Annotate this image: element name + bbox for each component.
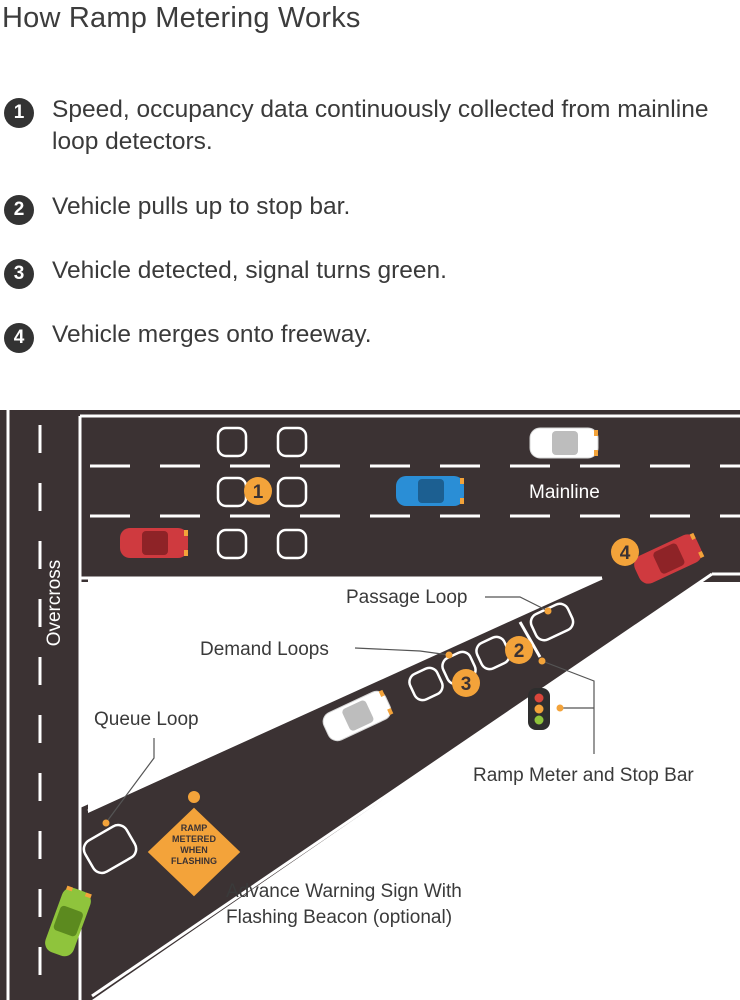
mainline-car-white — [529, 427, 599, 459]
step-text: Vehicle pulls up to stop bar. — [52, 193, 351, 220]
svg-text:1: 1 — [253, 482, 264, 503]
mainline-car-red — [120, 528, 188, 558]
ramp-meter-signal — [528, 688, 550, 730]
ramp-metered-warning-sign: RAMP METERED WHEN FLASHING — [144, 789, 244, 900]
marker-3: 3 — [452, 669, 480, 697]
mainline-car-blue — [396, 476, 464, 506]
step-2: 2 Vehicle pulls up to stop bar. — [4, 191, 724, 255]
loop-detector — [276, 426, 308, 458]
mainline-label: Mainline — [529, 482, 600, 503]
step-number-badge: 1 — [4, 98, 34, 128]
marker-1: 1 — [244, 477, 272, 505]
sign-text-line: METERED — [172, 834, 217, 844]
loop-detector — [216, 528, 248, 560]
step-1: 1 Speed, occupancy data continuously col… — [4, 94, 724, 191]
advance-warning-label-line2: Flashing Beacon (optional) — [226, 907, 452, 928]
step-number-badge: 4 — [4, 323, 34, 353]
step-4: 4 Vehicle merges onto freeway. — [4, 319, 724, 383]
step-3: 3 Vehicle detected, signal turns green. — [4, 255, 724, 319]
ramp-metering-diagram: 1 2 3 4 RAMP METERED WHEN FLASHING — [0, 410, 740, 1000]
ramp-car-white — [322, 689, 394, 742]
mainline-loop-detectors — [216, 426, 308, 560]
steps-list: 1 Speed, occupancy data continuously col… — [4, 94, 724, 383]
svg-text:2: 2 — [514, 641, 525, 662]
on-ramp-road — [80, 574, 710, 1000]
step-number-badge: 3 — [4, 259, 34, 289]
merging-car-red — [634, 532, 705, 584]
passage-loop-label: Passage Loop — [346, 587, 468, 608]
step-text: Vehicle merges onto freeway. — [52, 321, 372, 348]
marker-2: 2 — [505, 636, 533, 664]
sign-text-line: FLASHING — [171, 856, 217, 866]
sign-text-line: RAMP — [181, 823, 208, 833]
queue-loop — [82, 823, 138, 875]
demand-loops-label: Demand Loops — [200, 639, 329, 660]
loop-detector — [276, 528, 308, 560]
step-text: Speed, occupancy data continuously colle… — [52, 96, 709, 155]
marker-4: 4 — [611, 538, 639, 566]
stop-bar — [518, 621, 542, 658]
sign-text-line: WHEN — [180, 845, 208, 855]
step-text: Vehicle detected, signal turns green. — [52, 257, 447, 284]
loop-detector — [216, 426, 248, 458]
ramp-meter-label: Ramp Meter and Stop Bar — [473, 765, 694, 786]
loop-detector — [276, 476, 308, 508]
svg-text:4: 4 — [620, 543, 631, 564]
queue-loop-label: Queue Loop — [94, 709, 199, 730]
advance-warning-label-line1: Advance Warning Sign With — [226, 881, 462, 902]
leader-dots — [102, 607, 564, 827]
page-title: How Ramp Metering Works — [2, 2, 361, 34]
flashing-beacon — [186, 789, 202, 805]
step-number-badge: 2 — [4, 195, 34, 225]
lane-dashes — [38, 425, 740, 1000]
overcross-label: Overcross — [44, 560, 65, 647]
leader-lines — [107, 596, 595, 821]
ramp-car-green — [45, 885, 92, 957]
demand-loop — [408, 666, 444, 702]
svg-text:3: 3 — [461, 674, 472, 695]
